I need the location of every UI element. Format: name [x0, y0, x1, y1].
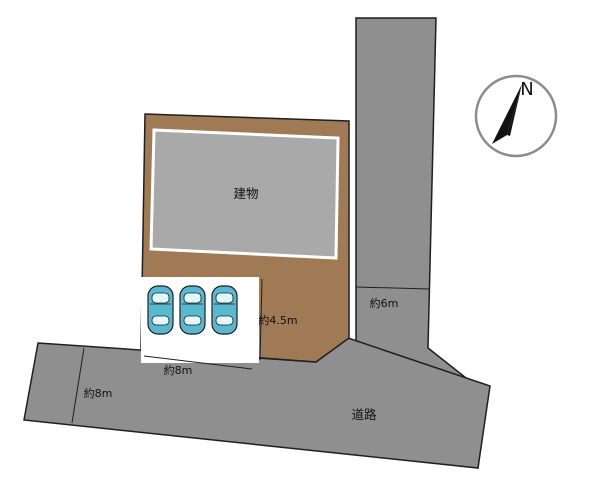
parking-width-line: [143, 355, 253, 370]
compass-rose: N: [474, 74, 558, 158]
car-icon: [147, 285, 174, 335]
road-width-side-line: [355, 286, 431, 290]
north-arrow-icon: [507, 84, 522, 136]
parking-depth-label: 約4.5m: [258, 313, 297, 327]
building-label: 建物: [233, 186, 258, 201]
north-arrow-icon: [492, 84, 522, 144]
car-icon: [211, 285, 238, 335]
compass-ring: [474, 74, 558, 158]
parking-cars: [147, 285, 238, 335]
compass-label: N: [520, 79, 533, 100]
parking-depth-line: [259, 278, 263, 361]
parking-width-label: 約8m: [164, 363, 193, 377]
road-width-side-label: 約6m: [370, 296, 399, 310]
dimension-lines: [71, 278, 431, 424]
road-network: [23, 17, 491, 469]
road-width-front-line: [71, 347, 85, 424]
road-width-front-label: 約8m: [84, 386, 113, 400]
car-icon: [179, 285, 206, 335]
road-label: 道路: [351, 407, 377, 422]
building-footprint: [149, 128, 340, 260]
